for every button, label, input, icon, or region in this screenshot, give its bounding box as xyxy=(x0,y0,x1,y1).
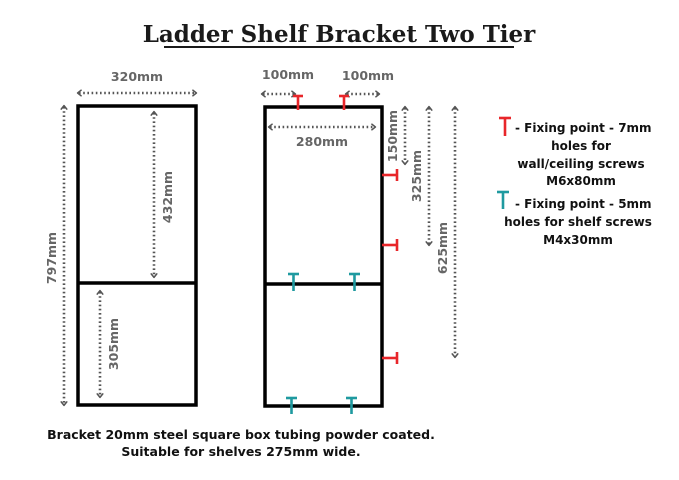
title-group: Ladder Shelf Bracket Two Tier xyxy=(143,21,536,48)
fixing-2-label: 325mm xyxy=(409,150,424,202)
front-view: 100mm 100mm 280mm xyxy=(262,67,455,414)
legend-shelf-line-1: - Fixing point - 5mm xyxy=(515,197,652,211)
legend-wall-line-1: - Fixing point - 7mm xyxy=(515,121,652,135)
shelf-fixing-bottom-left xyxy=(286,396,297,414)
wall-fixing-side-2 xyxy=(382,239,399,251)
shelf-fixing-middle-right xyxy=(349,272,360,291)
legend-wall-line-3: wall/ceiling screws xyxy=(517,157,644,171)
front-frame xyxy=(263,105,384,408)
wall-fixing-top-right xyxy=(339,94,349,110)
legend-shelf-line-2: holes for shelf screws xyxy=(504,215,652,229)
wall-fixing-top-left xyxy=(293,94,303,110)
width-label: 320mm xyxy=(111,69,163,84)
fixing-3-label: 625mm xyxy=(435,222,450,274)
t-fixing-red-icon xyxy=(499,116,511,136)
legend-shelf-fixing: - Fixing point - 5mm holes for shelf scr… xyxy=(497,190,652,247)
caption-line-1: Bracket 20mm steel square box tubing pow… xyxy=(47,427,435,442)
legend-wall-line-4: M6x80mm xyxy=(546,174,616,188)
legend: - Fixing point - 7mm holes for wall/ceil… xyxy=(497,116,652,247)
upper-gap-label: 432mm xyxy=(160,171,175,223)
left-offset-label: 100mm xyxy=(262,67,314,82)
legend-wall-line-2: holes for xyxy=(551,139,611,153)
side-view: 320mm 797mm 432mm 305mm xyxy=(44,69,198,407)
legend-wall-fixing: - Fixing point - 7mm holes for wall/ceil… xyxy=(499,116,652,188)
shelf-fixing-bottom-right xyxy=(346,396,357,414)
caption-line-2: Suitable for shelves 275mm wide. xyxy=(121,444,360,459)
caption: Bracket 20mm steel square box tubing pow… xyxy=(47,427,435,459)
wall-fixing-side-3 xyxy=(382,352,399,364)
side-frame xyxy=(76,104,198,407)
wall-fixing-side-1 xyxy=(382,169,399,181)
shelf-fixing-middle-left xyxy=(288,272,299,291)
right-offset-label: 100mm xyxy=(342,68,394,83)
fixing-1-label: 150mm xyxy=(385,110,400,162)
legend-shelf-line-3: M4x30mm xyxy=(543,233,613,247)
total-height-label: 797mm xyxy=(44,232,59,284)
t-fixing-teal-icon xyxy=(497,190,509,209)
inner-width-label: 280mm xyxy=(296,134,348,149)
page-title: Ladder Shelf Bracket Two Tier xyxy=(143,21,536,48)
lower-gap-label: 305mm xyxy=(106,318,121,370)
